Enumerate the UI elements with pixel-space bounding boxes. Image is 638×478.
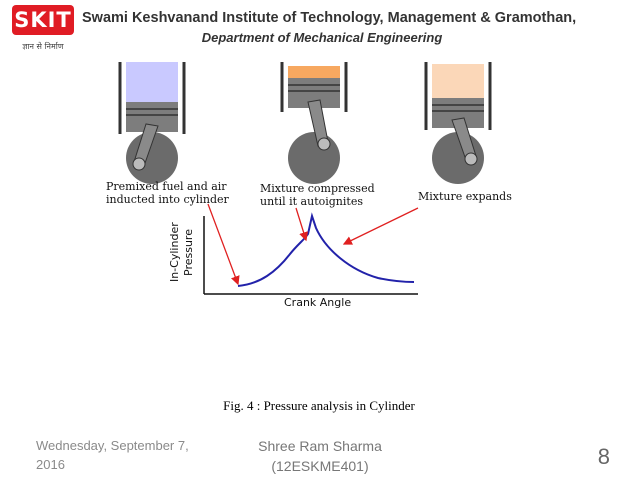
y-axis-label-line2: Pressure (182, 229, 195, 276)
stage-label-intake-line1: Premixed fuel and air (106, 180, 227, 193)
stage-label-compression-line1: Mixture compressed (260, 182, 375, 195)
logo-badge: SKIT (12, 5, 74, 35)
logo-tagline: ज्ञान से निर्माण (22, 42, 64, 51)
engine-intake-diagram (118, 62, 186, 184)
stage-label-expansion: Mixture expands (418, 190, 512, 203)
arrow-to-ignition (295, 207, 309, 242)
stage-label-compression-line2: until it autoignites (260, 195, 363, 208)
author-name: Shree Ram Sharma (258, 438, 382, 454)
y-axis-label-line1: In-Cylinder (168, 222, 181, 282)
crankshaft (288, 132, 340, 184)
arrow-to-expansion (342, 207, 419, 245)
engine-expansion-diagram (424, 62, 492, 184)
engine-compression-diagram (280, 62, 348, 184)
footer-author: Shree Ram Sharma (12ESKME401) (240, 436, 400, 476)
expanding-charge (432, 64, 484, 98)
figure-caption: Fig. 4 : Pressure analysis in Cylinder (223, 398, 415, 413)
x-axis-label: Crank Angle (284, 296, 351, 308)
author-id: (12ESKME401) (271, 458, 369, 474)
pressure-curve (237, 212, 415, 287)
stage-label-intake-line2: inducted into cylinder (106, 193, 230, 206)
compressed-charge (288, 66, 340, 78)
institute-name: Swami Keshvanand Institute of Technology… (82, 10, 577, 26)
footer-date: Wednesday, September 7, 2016 (36, 438, 189, 472)
page-number: 8 (597, 444, 610, 469)
arrow-to-intake (207, 203, 240, 286)
cylinder-pressure-figure: Premixed fuel and air inducted into cyli… (106, 62, 512, 308)
skit-logo: SKIT ज्ञान से निर्माण (12, 5, 74, 57)
department-name: Department of Mechanical Engineering (201, 30, 443, 45)
intake-charge (126, 62, 178, 102)
